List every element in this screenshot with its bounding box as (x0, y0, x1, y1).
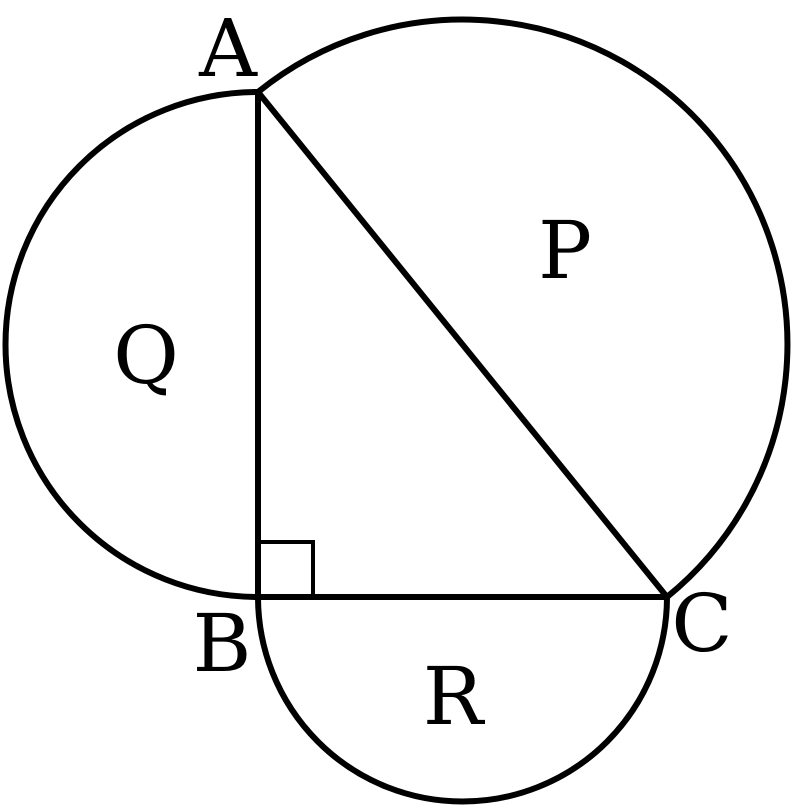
vertex-label-c: C (671, 577, 732, 670)
side-ac (255, 89, 670, 600)
semicircle-p (255, 16, 791, 600)
region-label-r: R (423, 650, 486, 743)
semicircle-r (255, 594, 670, 805)
vertex-label-a: A (198, 2, 258, 95)
semicircle-q (2, 89, 261, 600)
region-label-p: P (538, 204, 592, 297)
region-label-q: Q (113, 309, 179, 402)
right-angle-marker (258, 540, 315, 597)
vertex-label-b: B (193, 597, 252, 690)
